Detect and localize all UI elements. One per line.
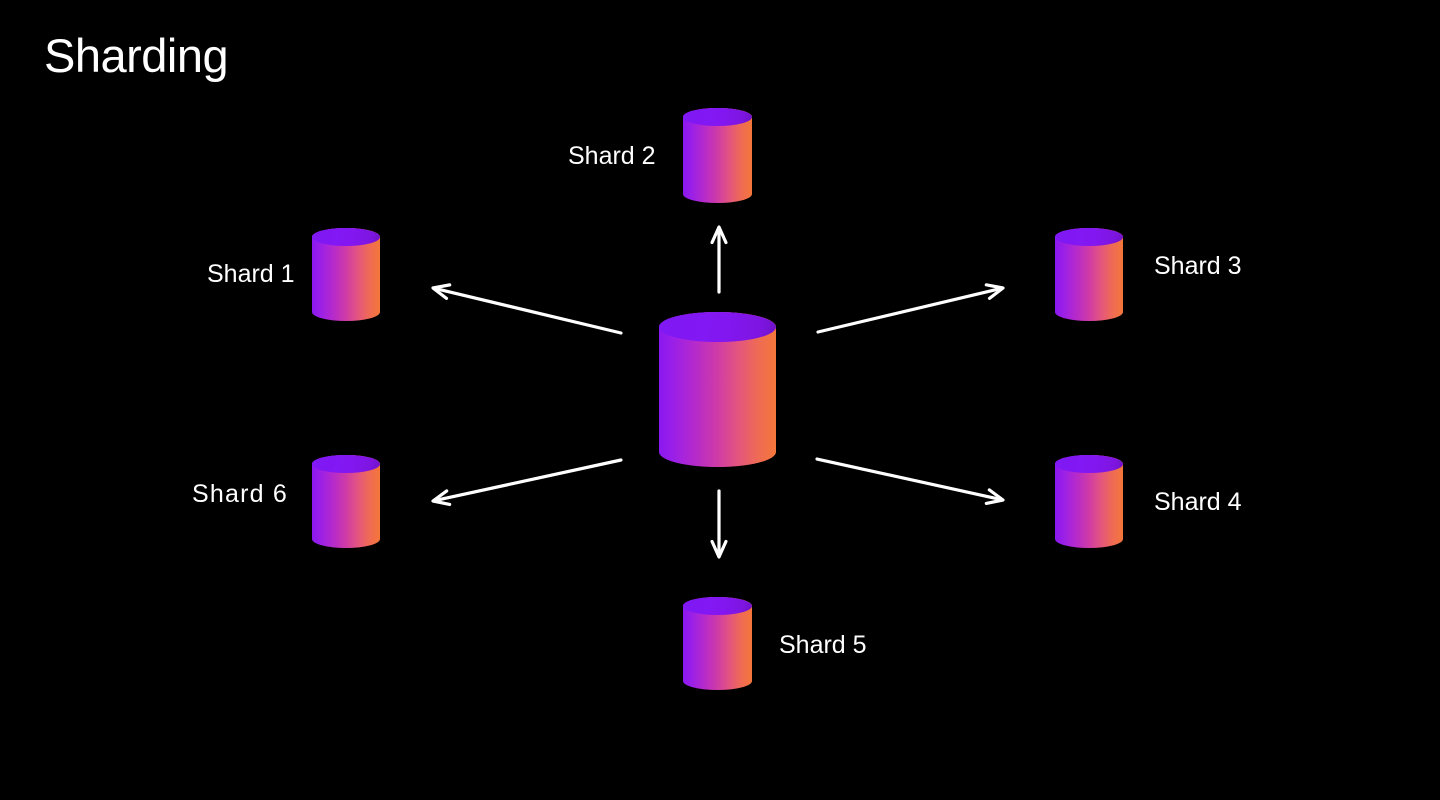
shard-2-label: Shard 2: [568, 142, 656, 170]
shard-6-label: Shard 6: [192, 480, 288, 508]
shard-4-cylinder-top-ellipse: [1055, 455, 1123, 473]
shard-2-cylinder-top-ellipse: [683, 108, 752, 126]
shard-1-cylinder-top-ellipse: [312, 228, 380, 246]
shard-5-cylinder[interactable]: [683, 597, 752, 690]
shard-1-label: Shard 1: [207, 260, 295, 288]
shard-3-label: Shard 3: [1154, 252, 1242, 280]
shard-5-label: Shard 5: [779, 631, 867, 659]
shard-6-cylinder-top-ellipse: [312, 455, 380, 473]
arrow-to-shard-5: [710, 489, 728, 559]
shard-3-cylinder[interactable]: [1055, 228, 1123, 321]
arrow-to-shard-6: [431, 458, 623, 507]
page-title: Sharding: [44, 29, 229, 82]
shard-6-cylinder[interactable]: [312, 455, 380, 548]
shard-5-cylinder-top-ellipse: [683, 597, 752, 615]
center-database-cylinder[interactable]: [659, 312, 776, 467]
shard-4-cylinder[interactable]: [1055, 455, 1123, 548]
shard-3-cylinder-top-ellipse: [1055, 228, 1123, 246]
shard-4-label: Shard 4: [1154, 488, 1242, 516]
shard-2-cylinder[interactable]: [683, 108, 752, 203]
center-database-cylinder-top-ellipse: [659, 312, 776, 342]
arrow-to-shard-1: [431, 283, 623, 335]
arrow-to-shard-3: [816, 283, 1005, 334]
arrow-to-shard-2: [710, 225, 728, 294]
arrow-to-shard-4: [815, 457, 1005, 506]
shard-1-cylinder[interactable]: [312, 228, 380, 321]
